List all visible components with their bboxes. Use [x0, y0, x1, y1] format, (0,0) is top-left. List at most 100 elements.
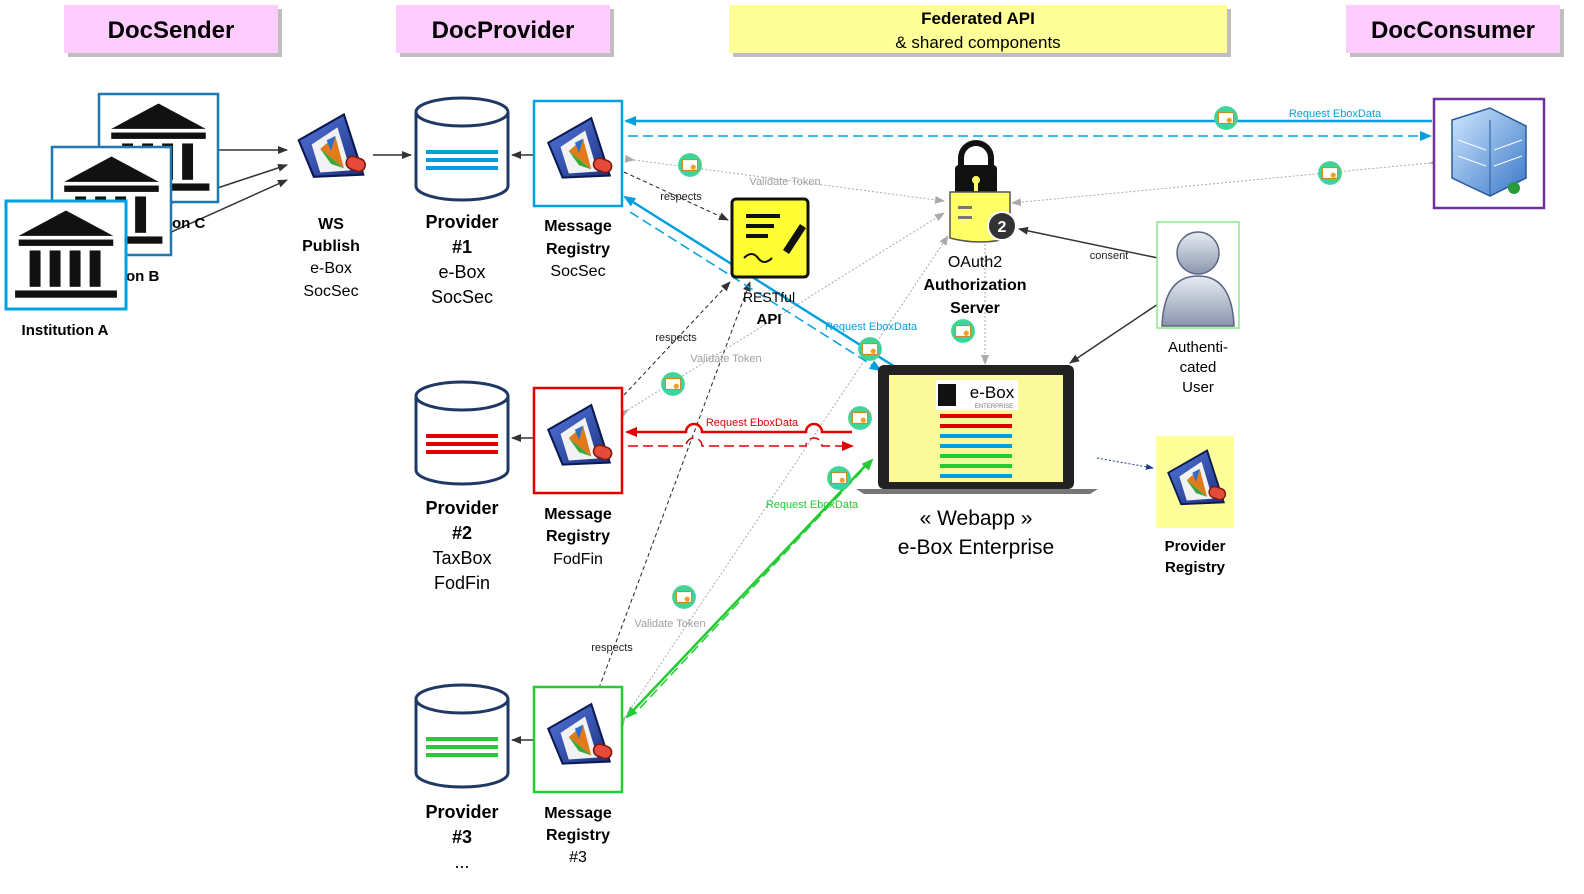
label-validate-token-1: Validate Token	[749, 176, 820, 188]
edge-webapp-registry1-request	[623, 195, 901, 372]
provider-db-stripe	[426, 434, 498, 438]
building-icon	[1451, 107, 1527, 197]
label-respects-2: respects	[655, 332, 697, 344]
user-line2: cated	[1180, 359, 1217, 376]
oauth2-badge-icon	[987, 211, 1017, 241]
registry2-line1: Message	[544, 506, 612, 523]
restful-api-line1: RESTful	[743, 289, 795, 305]
provider-registry-line1: Provider	[1165, 538, 1226, 555]
header-docsender: DocSender	[64, 5, 282, 57]
provider-2-line-3: TaxBox	[432, 548, 491, 568]
ws-publish-line3: e-Box	[310, 260, 352, 277]
edge-validate-token-consumer	[1011, 158, 1440, 207]
provider-2-line-2: #2	[452, 523, 472, 543]
message-registry-3: Message Registry #3	[532, 685, 624, 866]
edge-webapp-registry1-response	[629, 211, 882, 372]
institution-b-label: on B	[126, 268, 159, 285]
provider-db-stripe	[426, 150, 498, 154]
label-respects-3: respects	[591, 642, 633, 654]
database-icon	[414, 699, 510, 789]
token-icon	[857, 336, 883, 362]
provider-db-stripe	[426, 158, 498, 162]
provider-2-line-1: Provider	[425, 498, 498, 518]
webapp-logo-sub: ENTERPRISE	[975, 404, 1013, 410]
ws-publish-line2: Publish	[302, 238, 360, 255]
label-request-registry3: Request EboxData	[766, 499, 859, 511]
header-docconsumer: DocConsumer	[1346, 5, 1564, 57]
header-federated-title: Federated API	[921, 9, 1035, 28]
header-docconsumer-label: DocConsumer	[1371, 17, 1535, 44]
institutions: on C on B Institution A	[4, 92, 220, 339]
provider-db-stripe	[426, 442, 498, 446]
ws-publish-line4: SocSec	[303, 283, 358, 300]
oauth-line1: OAuth2	[948, 254, 1002, 271]
webapp-laptop: e-Box ENTERPRISE « Webapp » e-Box Enterp…	[856, 365, 1098, 559]
provider-3-line-2: #3	[452, 827, 472, 847]
provider-db-stripe	[426, 450, 498, 454]
registry1-line3: SocSec	[550, 263, 605, 280]
webapp-line2: e-Box Enterprise	[898, 536, 1054, 559]
token-icon	[847, 405, 873, 431]
token-icon	[1213, 105, 1239, 131]
provider-1-line-3: e-Box	[438, 262, 485, 282]
registry3-line3: #3	[569, 849, 587, 866]
label-request-registry2: Request EboxData	[706, 417, 799, 429]
registry2-line2: Registry	[546, 528, 610, 545]
label-validate-token-2: Validate Token	[690, 353, 761, 365]
token-icon	[1317, 160, 1343, 186]
registry3-line1: Message	[544, 805, 612, 822]
webapp-logo: e-Box	[970, 383, 1015, 402]
provider-2-line-4: FodFin	[434, 573, 490, 593]
provider-db-stripe	[426, 737, 498, 741]
edge-webapp-provider-registry	[1096, 457, 1154, 470]
provider-registry: Provider Registry	[1156, 436, 1234, 576]
header-docsender-label: DocSender	[108, 17, 235, 44]
message-registry-fodfin: Message Registry FodFin	[532, 386, 624, 568]
user-line1: Authenti-	[1168, 339, 1228, 356]
restful-api: RESTful API	[730, 197, 810, 328]
label-validate-token-3: Validate Token	[634, 618, 705, 630]
edge-user-webapp	[1069, 303, 1159, 364]
message-registry-socsec: Message Registry SocSec	[532, 99, 624, 280]
providers: Provider#1e-BoxSocSecProvider#2TaxBoxFod…	[414, 96, 510, 872]
lock-icon	[958, 140, 994, 168]
edge-webapp-registry3-request	[625, 464, 867, 719]
header-federated-api: Federated API & shared components	[729, 5, 1231, 57]
edge-webapp-registry2-request	[625, 422, 852, 437]
database-icon	[414, 112, 510, 202]
token-icon	[671, 584, 697, 610]
provider-db-stripe	[426, 166, 498, 170]
header-docprovider: DocProvider	[396, 5, 614, 57]
edge-validate-token-3	[616, 235, 949, 727]
token-icon	[660, 371, 686, 397]
provider-3-line-3: ...	[454, 852, 469, 872]
oauth-line2: Authorization	[923, 277, 1026, 294]
registry2-line3: FodFin	[553, 551, 603, 568]
edge-webapp-registry2-response	[628, 437, 854, 451]
label-request-registry1: Request EboxData	[825, 321, 918, 333]
provider-3-line-1: Provider	[425, 802, 498, 822]
database-icon	[414, 396, 510, 486]
token-icon	[677, 152, 703, 178]
provider-db-3: Provider #3...	[414, 683, 510, 872]
svg-text:2: 2	[998, 219, 1007, 236]
provider-1-line-2: #1	[452, 237, 472, 257]
message-registries: Message Registry SocSec Message Registry…	[532, 99, 624, 866]
restful-api-line2: API	[756, 311, 781, 328]
registry1-line1: Message	[544, 218, 612, 235]
provider-1-line-4: SocSec	[431, 287, 493, 307]
label-consent: consent	[1090, 250, 1129, 262]
header-docprovider-label: DocProvider	[432, 17, 575, 44]
label-request-consumer: Request EboxData	[1289, 108, 1382, 120]
ws-publish-line1: WS	[318, 216, 344, 233]
edge-labels: respects respects respects Validate Toke…	[591, 108, 1382, 654]
webapp-line1: « Webapp »	[920, 507, 1033, 530]
institution-a-label: Institution A	[22, 322, 109, 339]
oauth2-server: 2 OAuth2 Authorization Server	[923, 140, 1027, 317]
provider-1-line-1: Provider	[425, 212, 498, 232]
registry3-line2: Registry	[546, 827, 610, 844]
token-icon	[950, 318, 976, 344]
